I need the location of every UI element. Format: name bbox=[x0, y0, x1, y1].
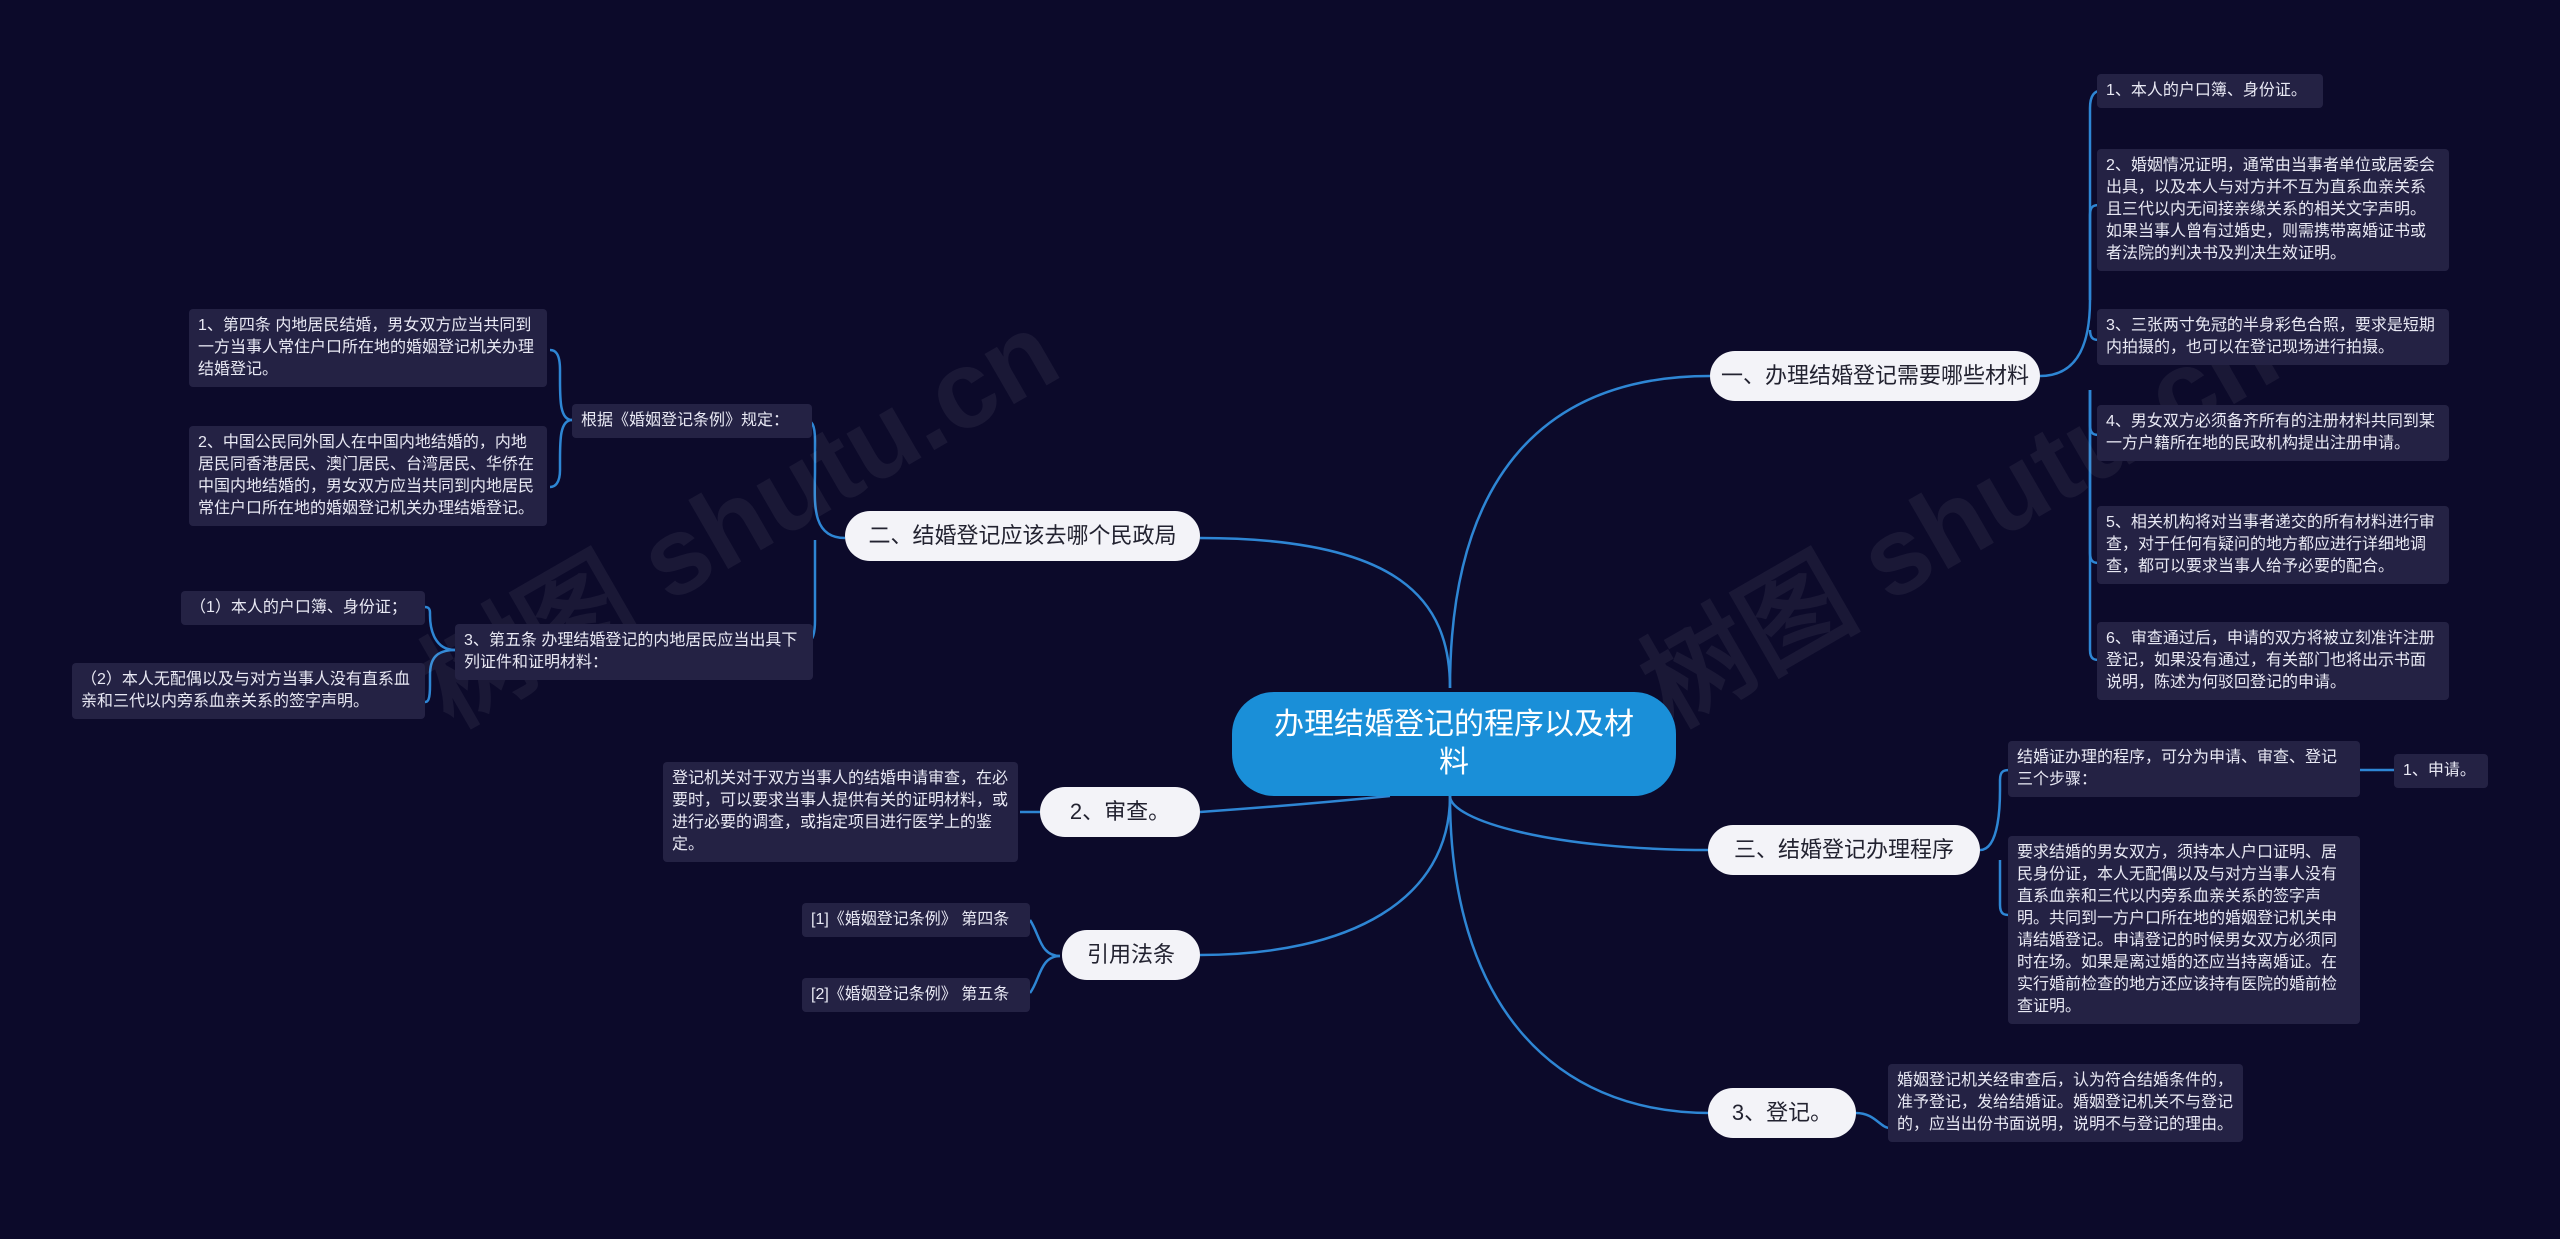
branch-review[interactable]: 2、审查。 bbox=[1040, 787, 1200, 837]
root-topic[interactable]: 办理结婚登记的程序以及材料 bbox=[1232, 692, 1676, 796]
branch-bureau[interactable]: 二、结婚登记应该去哪个民政局 bbox=[845, 511, 1200, 561]
materials-item-3: 3、三张两寸免冠的半身彩色合照，要求是短期内拍摄的，也可以在登记现场进行拍摄。 bbox=[2097, 309, 2449, 365]
article5-item-1: （1）本人的户口簿、身份证； bbox=[181, 591, 425, 625]
regulation-item-1: 1、第四条 内地居民结婚，男女双方应当共同到一方当事人常住户口所在地的婚姻登记机… bbox=[189, 309, 547, 387]
materials-item-2: 2、婚姻情况证明，通常由当事者单位或居委会出具，以及本人与对方并不互为直系血亲关… bbox=[2097, 149, 2449, 271]
materials-item-5: 5、相关机构将对当事者递交的所有材料进行审查，对于任何有疑问的地方都应进行详细地… bbox=[2097, 506, 2449, 584]
branch-register[interactable]: 3、登记。 bbox=[1708, 1088, 1856, 1138]
regulation-label: 根据《婚姻登记条例》规定： bbox=[572, 404, 812, 438]
procedure-detail: 要求结婚的男女双方，须持本人户口证明、居民身份证，本人无配偶以及与对方当事人没有… bbox=[2008, 836, 2360, 1024]
review-text: 登记机关对于双方当事人的结婚申请审查，在必要时，可以要求当事人提供有关的证明材料… bbox=[663, 762, 1018, 862]
branch-materials[interactable]: 一、办理结婚登记需要哪些材料 bbox=[1710, 351, 2040, 401]
procedure-step-1: 1、申请。 bbox=[2394, 754, 2488, 788]
branch-citation[interactable]: 引用法条 bbox=[1062, 930, 1200, 980]
branch-procedure[interactable]: 三、结婚登记办理程序 bbox=[1708, 825, 1980, 875]
materials-item-1: 1、本人的户口簿、身份证。 bbox=[2097, 74, 2323, 108]
article5-item-2: （2）本人无配偶以及与对方当事人没有直系血亲和三代以内旁系血亲关系的签字声明。 bbox=[72, 663, 425, 719]
register-text: 婚姻登记机关经审查后，认为符合结婚条件的，准予登记，发给结婚证。婚姻登记机关不与… bbox=[1888, 1064, 2243, 1142]
root-title: 办理结婚登记的程序以及材料 bbox=[1274, 708, 1634, 779]
materials-item-4: 4、男女双方必须备齐所有的注册材料共同到某一方户籍所在地的民政机构提出注册申请。 bbox=[2097, 405, 2449, 461]
citation-item-2: [2]《婚姻登记条例》 第五条 bbox=[802, 978, 1030, 1012]
regulation-item-2: 2、中国公民同外国人在中国内地结婚的，内地居民同香港居民、澳门居民、台湾居民、华… bbox=[189, 426, 547, 526]
citation-item-1: [1]《婚姻登记条例》 第四条 bbox=[802, 903, 1030, 937]
article5-label: 3、第五条 办理结婚登记的内地居民应当出具下列证件和证明材料： bbox=[455, 624, 813, 680]
procedure-intro: 结婚证办理的程序，可分为申请、审查、登记三个步骤： bbox=[2008, 741, 2360, 797]
materials-item-6: 6、审查通过后，申请的双方将被立刻准许注册登记，如果没有通过，有关部门也将出示书… bbox=[2097, 622, 2449, 700]
